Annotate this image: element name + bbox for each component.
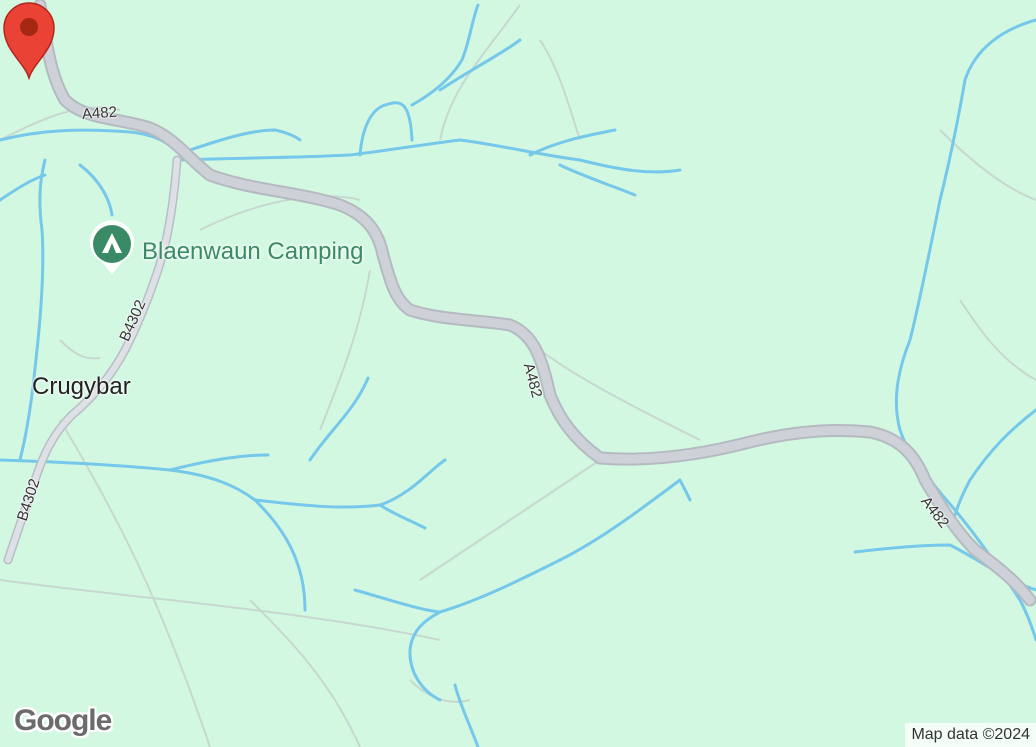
track [959,299,1036,381]
track [199,195,361,231]
stream [0,173,47,202]
stream [378,503,427,530]
stream [410,3,480,107]
campground-icon [90,220,134,274]
map-pin-icon[interactable] [0,0,58,80]
poi-label-campground[interactable]: Blaenwaun Camping [142,238,364,265]
stream [173,138,682,174]
stream [438,38,522,92]
stream [953,408,1036,517]
track [59,419,211,747]
stream [253,458,447,509]
track [319,269,371,431]
track [249,599,361,747]
stream [528,128,617,157]
stream [188,128,302,152]
stream [358,101,414,157]
track [59,339,101,360]
google-logo[interactable]: Google [14,704,112,737]
track [419,459,601,581]
track [0,579,441,641]
stream [0,458,307,612]
stream [168,453,270,472]
stream [558,163,637,197]
road-label-a482: A482 [81,103,118,123]
track [439,4,521,141]
track [539,39,581,141]
place-label-town[interactable]: Crugybar [32,373,131,400]
track [539,349,701,441]
stream [453,683,480,747]
stream [353,478,692,614]
stream [18,158,47,462]
track [0,106,121,141]
map-attribution[interactable]: Map data ©2024 [905,723,1036,747]
stream [308,376,370,462]
stream [78,163,114,217]
road-a482 [35,0,1035,605]
road-a482 [33,0,1036,607]
stream [408,610,442,702]
road-b4302 [5,157,180,563]
